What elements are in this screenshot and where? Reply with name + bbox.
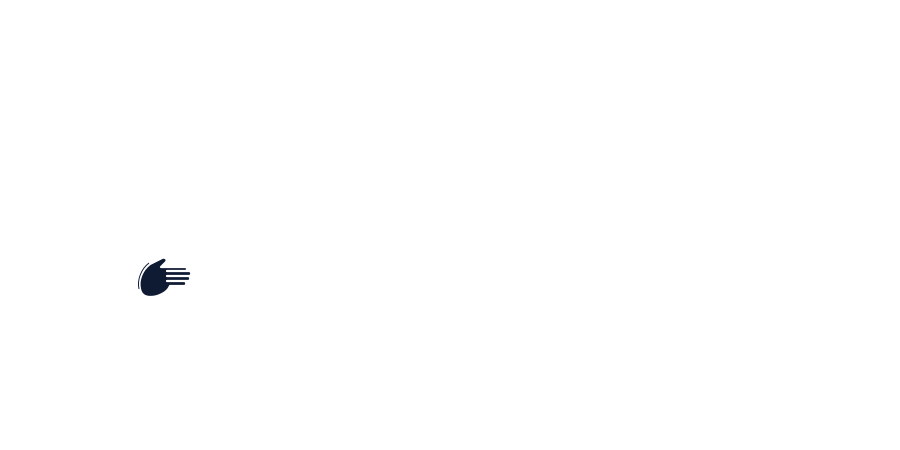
hand-wave-graphic bbox=[138, 256, 193, 299]
hand-wave-icon bbox=[134, 253, 196, 301]
audio-waveform-graphic bbox=[284, 57, 326, 89]
audio-waveform-icon bbox=[282, 56, 332, 90]
